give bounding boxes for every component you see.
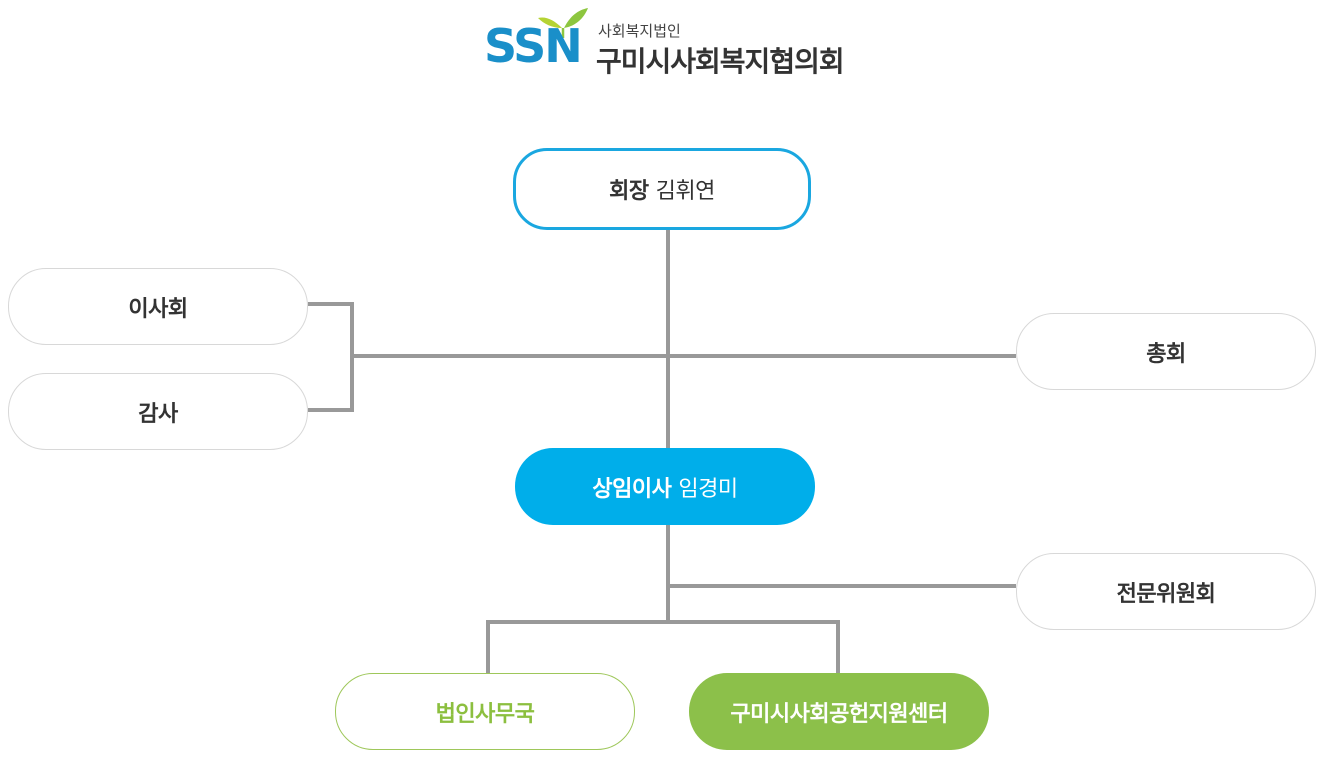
secretariat-label: 법인사무국: [435, 701, 535, 727]
standing-director-title: 상임이사: [592, 476, 672, 502]
line-lower-branch: [486, 620, 840, 673]
logo-subtitle: 사회복지법인: [598, 22, 681, 40]
standing-director-node: 상임이사 임경미: [515, 448, 815, 525]
president-node: 회장 김휘연: [513, 148, 811, 230]
line-board-audit-bracket: [308, 302, 354, 412]
secretariat-node: 법인사무국: [335, 673, 635, 750]
logo-mark-text: SSN: [484, 19, 583, 73]
audit-label: 감사: [138, 401, 178, 427]
board-of-directors-node: 이사회: [8, 268, 308, 345]
committee-label: 전문위원회: [1116, 581, 1216, 607]
ssn-logo-mark: SSN: [484, 6, 592, 76]
president-name: 김휘연: [655, 179, 716, 204]
organization-logo: SSN 사회복지법인 구미시사회복지협의회: [484, 6, 854, 78]
board-label: 이사회: [128, 296, 188, 322]
general-assembly-node: 총회: [1016, 313, 1316, 390]
audit-node: 감사: [8, 373, 308, 450]
center-label: 구미시사회공헌지원센터: [730, 701, 948, 727]
leaf-icon: [538, 8, 588, 38]
president-title: 회장: [609, 179, 649, 204]
general-assembly-label: 총회: [1146, 341, 1186, 367]
logo-organization-name: 구미시사회복지협의회: [596, 45, 845, 78]
social-contribution-center-node: 구미시사회공헌지원센터: [689, 673, 989, 750]
committee-node: 전문위원회: [1016, 553, 1316, 630]
standing-director-name: 임경미: [678, 476, 738, 502]
